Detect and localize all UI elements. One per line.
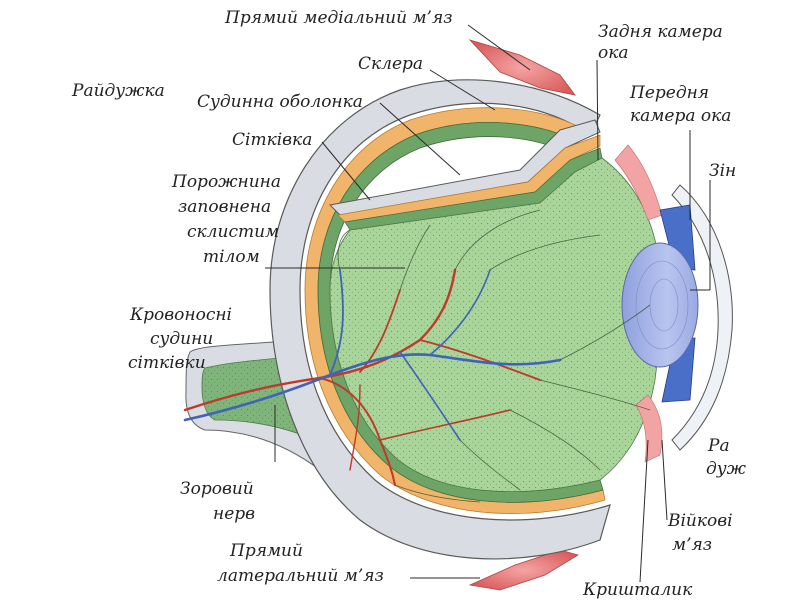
lens (621, 242, 699, 368)
label-zinn: Зін (709, 161, 736, 181)
sclera (269, 79, 611, 560)
cornea (671, 184, 733, 451)
label-retina: Сітківка (232, 130, 312, 150)
label-optic-nerve: Зоровий нерв (180, 479, 259, 524)
ciliary-body-top (614, 144, 663, 221)
retina-layer (317, 122, 604, 503)
label-iris-left: Райдужка (71, 81, 165, 101)
leader-lines (265, 24, 711, 583)
lateral-rectus-muscle (468, 549, 579, 591)
label-iris-right: Ра дуж (706, 436, 747, 479)
label-medial-muscle: Прямий медіальний м’яз (224, 8, 452, 28)
label-lateral-muscle: Прямий латеральний м’яз (217, 541, 384, 586)
retinal-vessels (183, 268, 562, 486)
label-vessels: Кровоносні судини сітківки (128, 305, 237, 373)
retinal-branches (337, 209, 651, 503)
label-anterior-chamber: Передня камера ока (629, 83, 731, 126)
label-vitreous: Порожнина заповнена склистим тілом (171, 172, 286, 267)
label-ciliary: Війкові м’яз (667, 511, 738, 555)
label-lens: Кришталик (582, 580, 693, 600)
ciliary-body-bottom (635, 394, 663, 463)
label-sclera: Склера (358, 54, 423, 74)
label-posterior-chamber: Задня камера ока (598, 22, 728, 63)
label-choroid: Судинна оболонка (197, 92, 363, 112)
medial-rectus-muscle (468, 39, 576, 96)
